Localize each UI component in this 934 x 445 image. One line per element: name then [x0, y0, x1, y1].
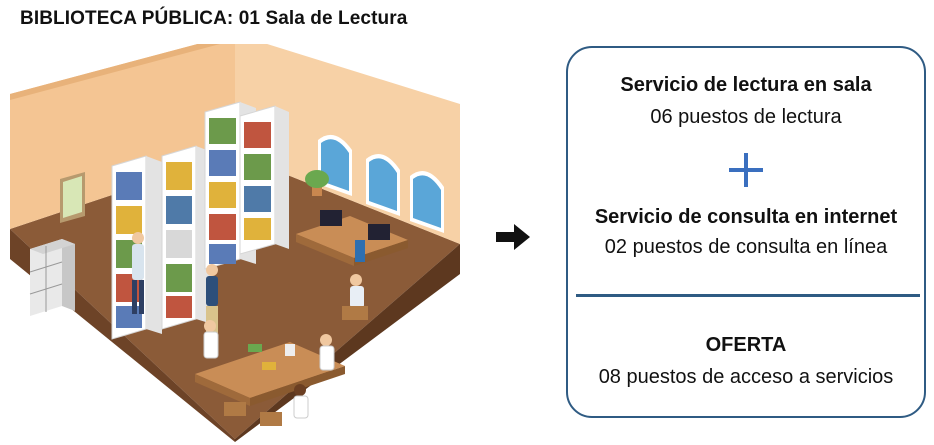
right-wall	[235, 44, 460, 244]
service1-detail: 06 puestos de lectura	[650, 106, 842, 128]
divider	[576, 294, 920, 297]
plus-icon	[729, 153, 763, 187]
arrow-right-icon	[496, 224, 530, 250]
computer-desk	[296, 210, 408, 320]
offer-detail: 08 puestos de acceso a servicios	[598, 366, 894, 388]
service2-title: Servicio de consulta en internet	[594, 206, 898, 228]
people-standing	[132, 232, 218, 336]
page-title: BIBLIOTECA PÚBLICA: 01 Sala de Lectura	[20, 8, 408, 29]
offer-title: OFERTA	[705, 334, 787, 356]
file-cabinet	[29, 239, 75, 316]
library-reading-room-illustration	[10, 44, 460, 442]
reading-table	[195, 320, 345, 426]
plant	[305, 170, 329, 196]
service2-detail: 02 puestos de consulta en línea	[604, 236, 888, 258]
service1-title: Servicio de lectura en sala	[620, 74, 872, 96]
summary-card: Servicio de lectura en sala 06 puestos d…	[566, 46, 926, 418]
